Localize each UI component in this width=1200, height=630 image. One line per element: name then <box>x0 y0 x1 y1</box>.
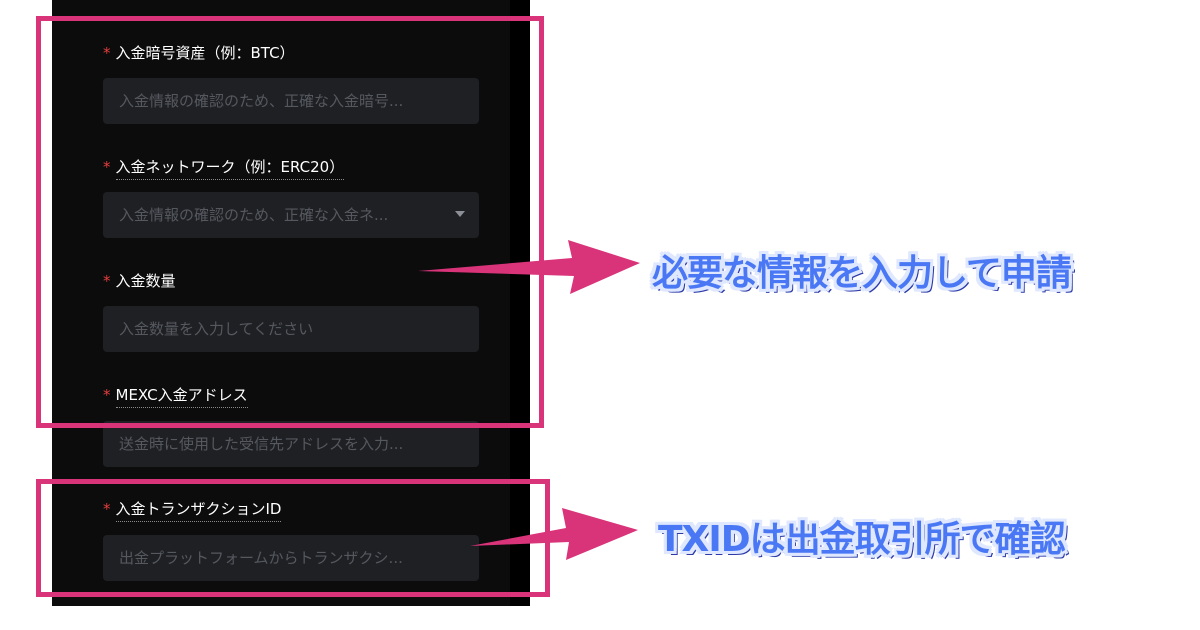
required-mark: * <box>103 272 111 290</box>
field-label-address: *MEXC入金アドレス <box>103 384 248 408</box>
required-mark: * <box>103 44 111 62</box>
txid-input-field[interactable] <box>119 535 463 581</box>
asset-input[interactable] <box>103 78 479 124</box>
required-mark: * <box>103 386 111 404</box>
callout-txid-check: TXIDは出金取引所で確認 <box>658 519 1066 560</box>
amount-input[interactable] <box>103 306 479 352</box>
field-label-network: *入金ネットワーク（例：ERC20） <box>103 156 345 180</box>
chevron-down-icon[interactable] <box>455 211 465 217</box>
txid-input[interactable] <box>103 535 479 581</box>
address-input-field[interactable] <box>119 421 463 467</box>
network-select-field[interactable] <box>119 192 445 238</box>
required-mark: * <box>103 158 111 176</box>
address-input[interactable] <box>103 421 479 467</box>
required-mark: * <box>103 500 111 518</box>
field-label-amount: *入金数量 <box>103 272 176 290</box>
panel-scroll-edge <box>510 0 530 606</box>
asset-input-field[interactable] <box>119 78 463 124</box>
field-label-txid: *入金トランザクションID <box>103 498 282 522</box>
arrow-1 <box>418 240 640 294</box>
callout-submit-info: 必要な情報を入力して申請 <box>652 253 1072 294</box>
arrow-2 <box>470 508 638 560</box>
network-select[interactable] <box>103 192 479 238</box>
field-label-asset: *入金暗号資産（例：BTC） <box>103 44 295 62</box>
highlight-frame-required-info <box>36 16 544 428</box>
amount-input-field[interactable] <box>119 306 463 352</box>
